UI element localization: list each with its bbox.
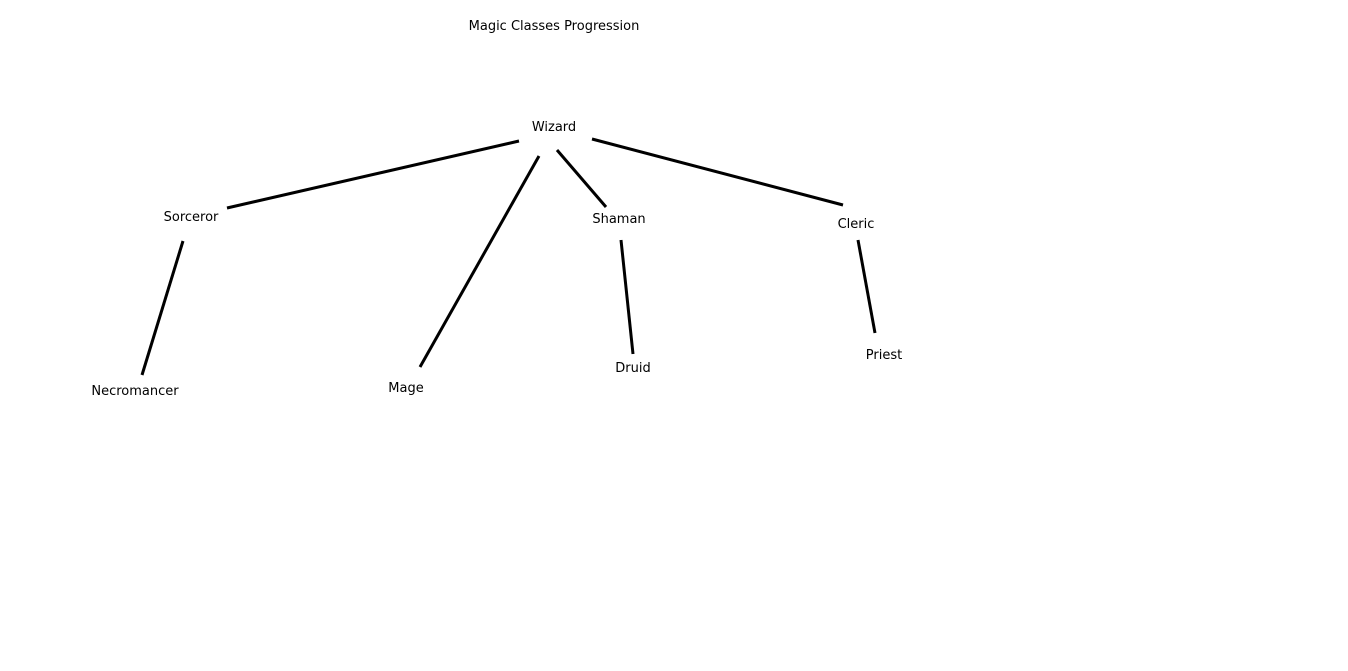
edge-wizard-shaman xyxy=(555,149,608,208)
node-druid: Druid xyxy=(615,361,651,376)
edge-wizard-cleric xyxy=(591,137,844,207)
node-necromancer: Necromancer xyxy=(91,384,179,399)
node-priest: Priest xyxy=(865,348,903,363)
edge-wizard-sorceror xyxy=(226,139,520,210)
diagram-title: Magic Classes Progression xyxy=(468,19,640,34)
edge-shaman-druid xyxy=(619,239,635,355)
edge-sorceror-necromancer xyxy=(140,240,185,376)
node-sorceror: Sorceror xyxy=(163,210,219,225)
edge-cleric-priest xyxy=(856,239,877,334)
node-cleric: Cleric xyxy=(837,217,875,232)
node-wizard: Wizard xyxy=(531,120,577,135)
node-mage: Mage xyxy=(388,381,424,396)
node-shaman: Shaman xyxy=(592,212,646,227)
edge-wizard-mage xyxy=(418,155,541,368)
